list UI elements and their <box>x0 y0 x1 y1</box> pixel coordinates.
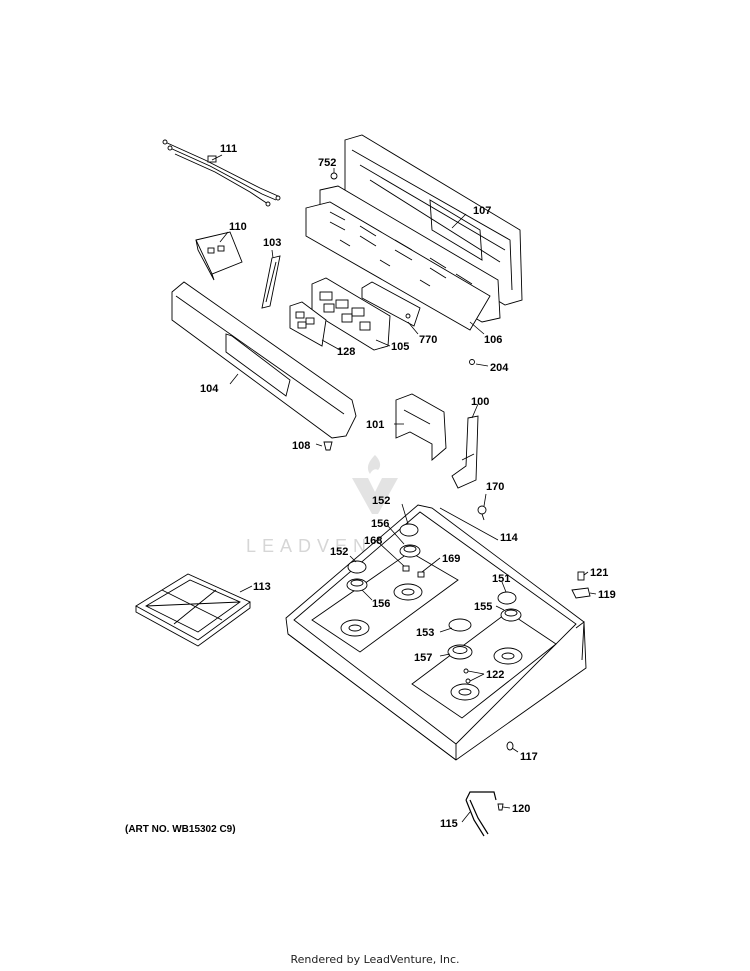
part-119-bracket <box>571 587 591 599</box>
label-119: 119 <box>598 589 616 601</box>
part-100-side-trim <box>451 415 479 489</box>
part-110-module <box>195 231 243 281</box>
label-152-left: 152 <box>330 546 348 558</box>
label-103: 103 <box>263 237 281 249</box>
part-120-fitting <box>497 803 504 811</box>
label-114: 114 <box>500 532 519 544</box>
part-115-gas-tube <box>465 791 497 837</box>
label-170: 170 <box>486 481 504 493</box>
label-122: 122 <box>486 669 504 681</box>
label-770: 770 <box>419 334 437 346</box>
label-156-top: 156 <box>371 518 389 530</box>
label-100: 100 <box>471 396 489 408</box>
label-110: 110 <box>229 221 247 233</box>
part-117-grommet <box>506 741 514 751</box>
part-113-grate <box>135 573 251 647</box>
label-120: 120 <box>512 803 530 815</box>
label-115: 115 <box>440 818 458 830</box>
label-157: 157 <box>414 652 432 664</box>
part-labels: 111 752 107 110 103 770 106 128 105 104 … <box>200 143 616 830</box>
label-153: 153 <box>416 627 434 639</box>
burner-caps <box>346 523 522 660</box>
part-752-screw <box>330 168 338 180</box>
part-101-bracket <box>395 393 447 461</box>
label-121: 121 <box>590 567 608 579</box>
label-128: 128 <box>337 346 355 358</box>
label-155: 155 <box>474 601 492 613</box>
part-770-bracket <box>361 281 421 327</box>
part-111-wire-harness <box>162 139 281 207</box>
label-105: 105 <box>391 341 409 353</box>
label-156-left: 156 <box>372 598 390 610</box>
label-111: 111 <box>220 143 237 155</box>
label-752: 752 <box>318 157 336 169</box>
label-168: 168 <box>364 535 382 547</box>
part-106-rear-panel <box>305 185 501 331</box>
label-152-top: 152 <box>372 495 390 507</box>
part-128-keypad <box>289 301 327 347</box>
leader-lines <box>211 154 597 823</box>
label-106: 106 <box>484 334 502 346</box>
part-170-screw <box>477 505 487 521</box>
label-113: 113 <box>253 581 271 593</box>
label-101: 101 <box>366 419 384 431</box>
label-169: 169 <box>442 553 460 565</box>
part-104-control-panel <box>171 281 357 439</box>
label-204: 204 <box>490 362 509 374</box>
art-number: (ART NO. WB15302 C9) <box>125 824 236 835</box>
part-204-screw <box>469 359 475 365</box>
part-121-clip <box>577 571 585 581</box>
label-151: 151 <box>492 573 510 585</box>
label-104: 104 <box>200 383 219 395</box>
footer-credit: Rendered by LeadVenture, Inc. <box>290 953 460 966</box>
label-117: 117 <box>520 751 538 763</box>
part-103-bracket <box>261 255 281 309</box>
label-107: 107 <box>473 205 491 217</box>
part-108-screw <box>323 441 333 451</box>
label-108: 108 <box>292 440 310 452</box>
